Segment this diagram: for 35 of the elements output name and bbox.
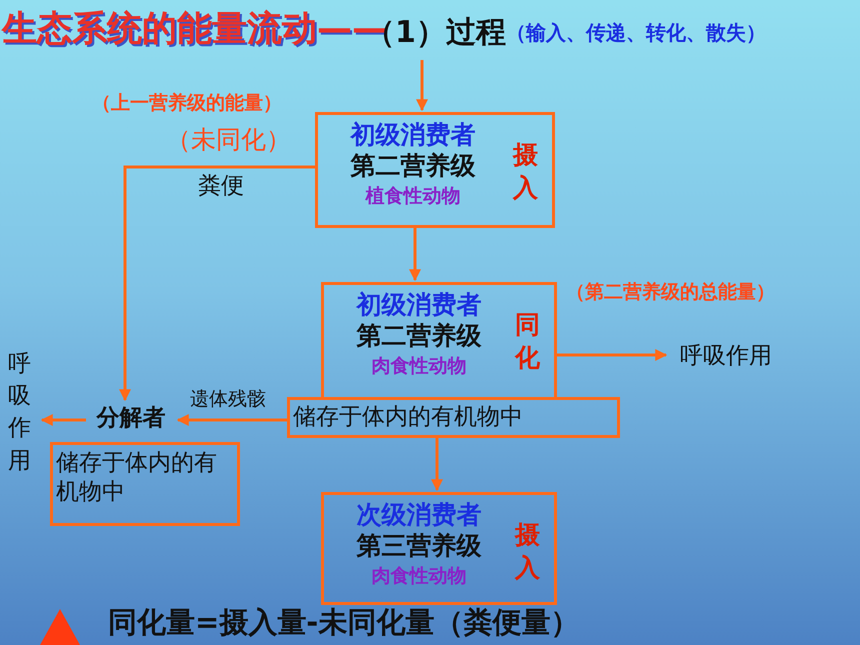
animal-type: 肉食性动物 (372, 354, 466, 378)
flow-label: 同化 (515, 309, 540, 374)
annotation: （未同化） (166, 124, 291, 156)
process-box (50, 442, 240, 526)
arrow (176, 414, 287, 426)
arrow (557, 349, 668, 361)
process-label: 呼吸作用 (679, 342, 773, 371)
trophic-level: 第三营养级 (356, 530, 482, 562)
arrow (416, 60, 428, 112)
decomposer-label: 分解者 (95, 404, 166, 433)
consumer-title: 初级消费者 (350, 119, 476, 150)
consumer-title: 次级消费者 (356, 499, 482, 530)
arrow (40, 414, 86, 426)
flow-label: 摄入 (513, 139, 538, 204)
arrow (119, 166, 315, 402)
annotation: （第二营养级的总能量） (566, 281, 775, 305)
animal-type: 植食性动物 (366, 184, 460, 208)
flow-label: 摄入 (515, 519, 540, 584)
box-text: 储存于体内的有机物中 (292, 403, 524, 432)
edge-label: 粪便 (198, 172, 244, 201)
box-text: 储存于体内的有机物中 (55, 449, 218, 506)
arrow (409, 228, 421, 282)
arrow (431, 438, 443, 492)
edge-label: 遗体残骸 (190, 388, 266, 412)
heading-note: （输入、传递、转化、散失） (506, 20, 766, 44)
process-box (287, 397, 620, 438)
trophic-level: 第二营养级 (356, 320, 482, 352)
consumer-title: 初级消费者 (356, 289, 482, 320)
annotation: （上一营养级的能量） (92, 91, 282, 116)
animal-type: 肉食性动物 (372, 564, 466, 588)
formula-text: 同化量=摄入量-未同化量（粪便量） (108, 604, 580, 641)
process-box (315, 112, 555, 228)
trophic-level: 第二营养级 (350, 150, 476, 182)
process-label: 呼吸作用 (8, 350, 31, 476)
process-box (321, 492, 557, 605)
